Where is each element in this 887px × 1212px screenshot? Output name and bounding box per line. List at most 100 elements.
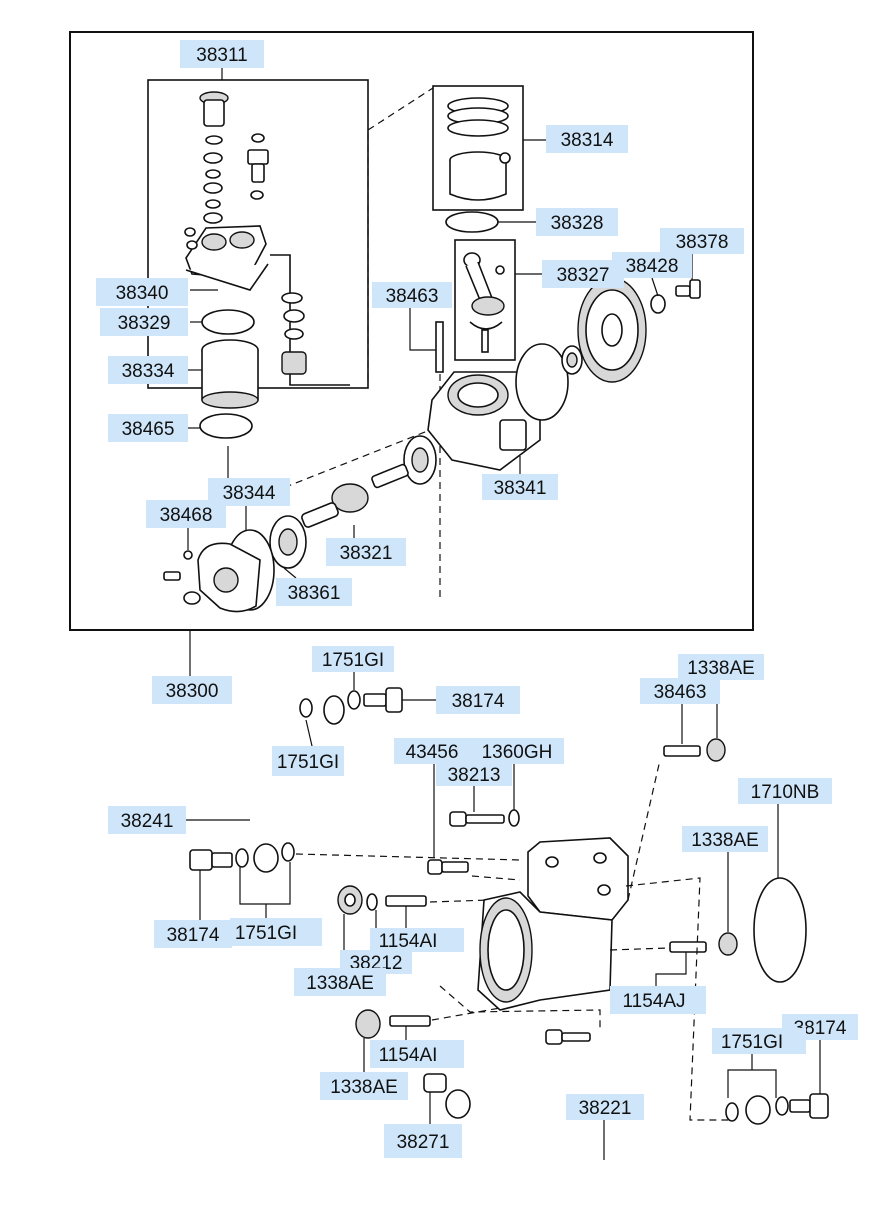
- callout-text: 1751GI: [322, 650, 384, 671]
- callout-text: 38311: [196, 45, 247, 66]
- callout-1338ae-right: 1338AE: [682, 826, 768, 852]
- callout-38329: 38329: [100, 308, 188, 336]
- callout-text: 38344: [223, 483, 276, 504]
- callout-38271: 38271: [384, 1124, 462, 1158]
- callout-1338ae-midleft: 1338AE: [294, 968, 386, 996]
- o-ring-1710nb: [753, 877, 807, 983]
- bolt-38174-right: [789, 1093, 829, 1119]
- pump-body: [477, 837, 629, 1011]
- callout-text: 38361: [288, 583, 341, 604]
- callout-38221: 38221: [566, 1094, 644, 1120]
- fitting-38271: [423, 1073, 447, 1093]
- o-ring-housing: [515, 343, 569, 421]
- washer-38428: [650, 294, 666, 314]
- callout-38428: 38428: [612, 252, 692, 278]
- callout-38361: 38361: [276, 578, 352, 606]
- callout-text: 38378: [676, 232, 729, 253]
- callout-38213: 38213: [436, 762, 512, 786]
- callout-38378: 38378: [660, 228, 744, 254]
- callout-1338ae-bottom: 1338AE: [320, 1072, 408, 1100]
- piston-38314: [449, 151, 511, 201]
- washer-1751gi-left-b: [281, 842, 295, 862]
- callout-text: 38174: [794, 1018, 847, 1039]
- o-ring-38329: [201, 309, 255, 335]
- assembly-frame: [69, 31, 754, 631]
- callout-38340: 38340: [96, 278, 188, 306]
- callout-1751gi-top: 1751GI: [312, 646, 394, 672]
- nut-1338ae-right: [718, 932, 738, 956]
- callout-38321: 38321: [326, 538, 406, 566]
- callout-text: 38174: [167, 925, 220, 946]
- washer-1751gi-left-a: [235, 848, 249, 868]
- callout-text: 38465: [122, 419, 175, 440]
- stud-1154ai-top: [385, 895, 427, 907]
- callout-1710nb: 1710NB: [738, 778, 832, 804]
- nut-1338ae-midleft: [337, 885, 363, 915]
- callout-1338ae-top: 1338AE: [678, 654, 764, 680]
- callout-text: 38321: [340, 543, 393, 564]
- callout-text: 38334: [122, 361, 175, 382]
- dash-lower-8: [609, 947, 669, 951]
- callout-1360gh: 1360GH: [470, 738, 564, 764]
- bolt-38213: [449, 811, 505, 827]
- dash-lower-1: [295, 853, 521, 861]
- pump-housing-38341: [427, 371, 541, 471]
- callout-38300: 38300: [152, 676, 232, 704]
- bolt-38378: [675, 279, 701, 299]
- dash-lower-4: [471, 875, 521, 881]
- callout-1154aj: 1154AJ: [610, 986, 706, 1014]
- callout-38311: 38311: [180, 40, 264, 68]
- dash-lower-7: [431, 1007, 501, 1021]
- o-ring-38465: [199, 413, 253, 439]
- callout-text: 38174: [452, 691, 505, 712]
- callout-38468: 38468: [146, 500, 226, 528]
- callout-text: 1338AE: [691, 830, 759, 851]
- callout-text: 1338AE: [687, 658, 755, 679]
- leader-lines: [186, 68, 821, 1160]
- bolt-43456: [427, 859, 469, 875]
- stud-1154ai-bottom: [389, 1015, 431, 1027]
- bracket-38314: [432, 85, 524, 211]
- callout-1154ai-top: 1154AI: [370, 928, 464, 952]
- callout-38314: 38314: [546, 125, 628, 153]
- callout-text: 1154AJ: [622, 991, 685, 1012]
- valve-stack-left: [199, 91, 229, 224]
- callout-text: 1338AE: [306, 973, 374, 994]
- callout-38344: 38344: [208, 478, 290, 506]
- washer-1751gi-right-b: [775, 1096, 789, 1116]
- callout-text: 1751GI: [277, 752, 339, 773]
- washer-38212: [366, 893, 378, 911]
- callout-text: 1751GI: [235, 923, 297, 944]
- gear-38428: [577, 277, 647, 383]
- connecting-rod-38327: [463, 252, 505, 353]
- callout-1154ai-bottom: 1154AI: [370, 1040, 464, 1068]
- callout-text: 1360GH: [482, 742, 553, 763]
- callout-text: 38341: [494, 478, 547, 499]
- oil-pipe-38221: [445, 1089, 771, 1164]
- small-screws-left: [184, 227, 198, 250]
- callout-38174-top: 38174: [436, 686, 520, 714]
- callout-text: 38327: [557, 265, 610, 286]
- callout-text: 1710NB: [751, 782, 820, 803]
- small-rings-right-column: [281, 292, 307, 375]
- washer-1360gh: [508, 809, 520, 827]
- screw-38468: [163, 550, 201, 605]
- dash-lower-5: [429, 899, 491, 903]
- callout-text: 38428: [626, 256, 679, 277]
- dash-lower-3: [627, 759, 661, 901]
- bolt-38174-left: [189, 849, 233, 871]
- bearing-38341: [403, 435, 437, 485]
- callout-38341: 38341: [482, 474, 558, 500]
- dash-line-upper: [367, 87, 434, 131]
- callout-38174-left: 38174: [154, 920, 232, 948]
- callout-text: 1338AE: [330, 1077, 398, 1098]
- bearing-38361: [269, 515, 307, 569]
- callout-43456: 43456: [394, 738, 470, 764]
- callout-text: 1154AI: [379, 1045, 438, 1066]
- callout-text: 38213: [448, 765, 501, 786]
- piston-rings-38314: [447, 97, 509, 137]
- callout-38328: 38328: [536, 208, 618, 236]
- stud-38463-upper: [435, 321, 444, 373]
- callout-text: 38241: [121, 811, 174, 832]
- callout-1751gi-left: 1751GI: [230, 918, 322, 946]
